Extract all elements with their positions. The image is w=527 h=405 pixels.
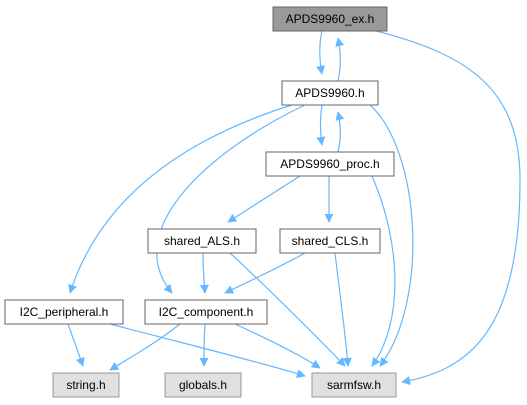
node-label: APDS9960_ex.h	[286, 12, 375, 26]
edge-apds9960_ex_h-to-sarmfsw_h	[375, 30, 521, 386]
node-shared-als-h[interactable]: shared_ALS.h	[147, 228, 257, 254]
edge-shared_cls_h-to-i2c_component_h	[224, 252, 306, 294]
edge-shared_cls_h-to-sarmfsw_h	[334, 252, 352, 367]
node-globals-h: globals.h	[164, 372, 242, 398]
node-box	[272, 6, 388, 32]
node-label: APDS9960_proc.h	[280, 157, 379, 171]
node-string-h: string.h	[52, 372, 120, 398]
node-box	[265, 151, 395, 177]
node-box	[311, 372, 397, 398]
node-apds9960-h[interactable]: APDS9960.h	[281, 80, 379, 106]
node-box	[52, 372, 120, 398]
edge-i2c_peripheral_h-to-string_h	[67, 323, 85, 367]
node-box	[281, 80, 379, 106]
edge-i2c_component_h-to-string_h	[109, 323, 181, 371]
edge-apds9960_h-to-i2c_peripheral_h	[68, 104, 293, 294]
edge-apds9960_proc_h-to-sarmfsw_h	[371, 175, 396, 367]
node-i2c-component-h[interactable]: I2C_component.h	[144, 299, 268, 325]
edge-i2c_component_h-to-sarmfsw_h	[234, 323, 321, 369]
node-label: string.h	[66, 378, 105, 392]
edge-shared_als_h-to-i2c_component_h	[199, 252, 209, 294]
node-apds9960-ex-h[interactable]: APDS9960_ex.h	[272, 6, 388, 32]
node-label: I2C_peripheral.h	[20, 305, 109, 319]
edge-shared_als_h-to-sarmfsw_h	[229, 252, 346, 367]
node-apds9960-proc-h[interactable]: APDS9960_proc.h	[265, 151, 395, 177]
node-sarmfsw-h: sarmfsw.h	[311, 372, 397, 398]
node-box	[164, 372, 242, 398]
node-box	[4, 299, 124, 325]
edge-apds9960_h-to-sarmfsw_h	[369, 104, 414, 367]
edge-apds9960_proc_h-to-shared_als_h	[227, 175, 301, 223]
edge-apds9960_h-to-apds9960_proc_h	[316, 104, 326, 146]
node-box	[144, 299, 268, 325]
edges	[67, 30, 521, 386]
node-label: sarmfsw.h	[327, 378, 381, 392]
node-i2c-peripheral-h[interactable]: I2C_peripheral.h	[4, 299, 124, 325]
node-label: shared_ALS.h	[164, 234, 240, 248]
edge-apds9960_ex_h-to-apds9960_h	[316, 30, 325, 75]
node-shared-cls-h[interactable]: shared_CLS.h	[279, 228, 381, 254]
node-label: I2C_component.h	[159, 305, 254, 319]
node-label: APDS9960.h	[295, 86, 364, 100]
edge-i2c_component_h-to-globals_h	[199, 323, 209, 367]
edge-apds9960_proc_h-to-apds9960_h	[335, 111, 345, 153]
node-label: globals.h	[179, 378, 227, 392]
node-box	[279, 228, 381, 254]
edge-apds9960_h-to-apds9960_ex_h	[335, 37, 345, 82]
node-label: shared_CLS.h	[292, 234, 369, 248]
edge-apds9960_h-to-i2c_component_h	[156, 104, 306, 294]
edge-i2c_peripheral_h-to-sarmfsw_h	[109, 323, 306, 378]
node-box	[147, 228, 257, 254]
nodes: APDS9960_ex.hAPDS9960.hAPDS9960_proc.hsh…	[4, 6, 397, 398]
